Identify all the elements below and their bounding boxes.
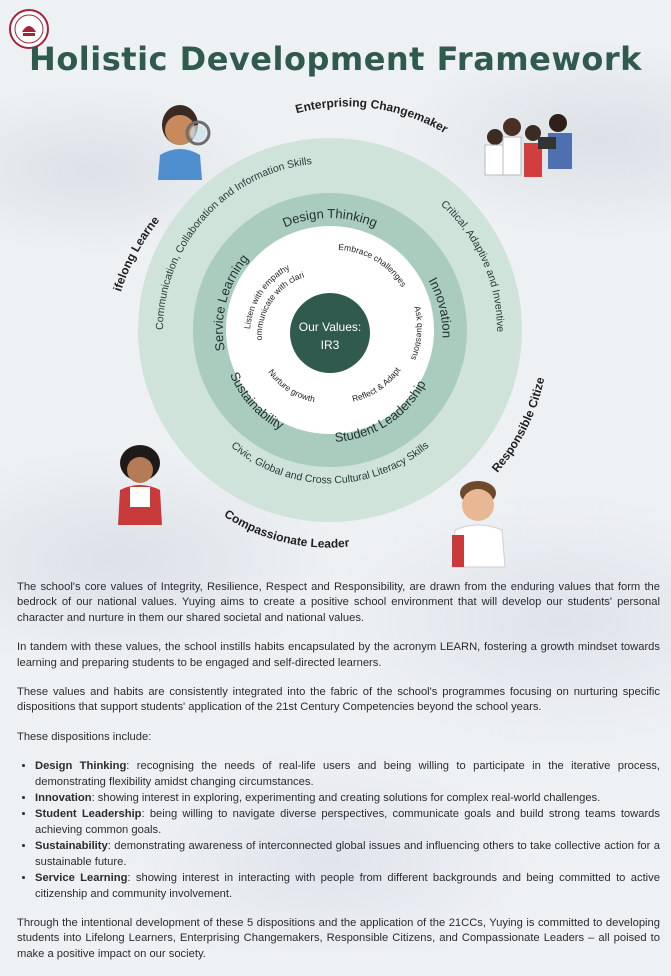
school-crest-logo <box>9 9 49 49</box>
paragraph-conclusion: Through the intentional development of t… <box>17 916 660 960</box>
svg-text:Lifelong Learner: Lifelong Learner <box>0 85 162 293</box>
outcome-lifelong: Lifelong Learner <box>0 85 162 293</box>
responsible-citizen-illustration <box>451 481 506 568</box>
values-center <box>290 293 370 373</box>
body-text: The school's core values of Integrity, R… <box>17 580 660 976</box>
lifelong-learner-illustration <box>158 105 211 180</box>
framework-diagram: Our Values: IR3 Communication, Collabora… <box>0 85 572 568</box>
list-item: Sustainability: demonstrating awareness … <box>35 839 660 870</box>
outcome-enterprising: Enterprising Changemaker <box>294 95 451 136</box>
paragraph-programmes: These values and habits are consistently… <box>17 686 660 714</box>
dispositions-list: Design Thinking: recognising the needs o… <box>17 759 660 902</box>
page-title: Holistic Development Framework <box>29 40 642 78</box>
center-label-1: Our Values: <box>299 320 361 334</box>
list-item: Innovation: showing interest in explorin… <box>35 791 660 806</box>
paragraph-values: The school's core values of Integrity, R… <box>17 581 660 624</box>
list-item: Student Leadership: being willing to nav… <box>35 807 660 838</box>
center-label-2: IR3 <box>321 338 340 352</box>
paragraph-learn: In tandem with these values, the school … <box>17 641 660 669</box>
paragraph-dispositions-intro: These dispositions include: <box>17 730 152 743</box>
enterprising-changemaker-illustration <box>484 114 572 177</box>
list-item: Design Thinking: recognising the needs o… <box>35 759 660 790</box>
list-item: Service Learning: showing interest in in… <box>35 871 660 902</box>
svg-text:Enterprising Changemaker: Enterprising Changemaker <box>294 95 451 136</box>
compassionate-leader-illustration <box>118 445 162 525</box>
